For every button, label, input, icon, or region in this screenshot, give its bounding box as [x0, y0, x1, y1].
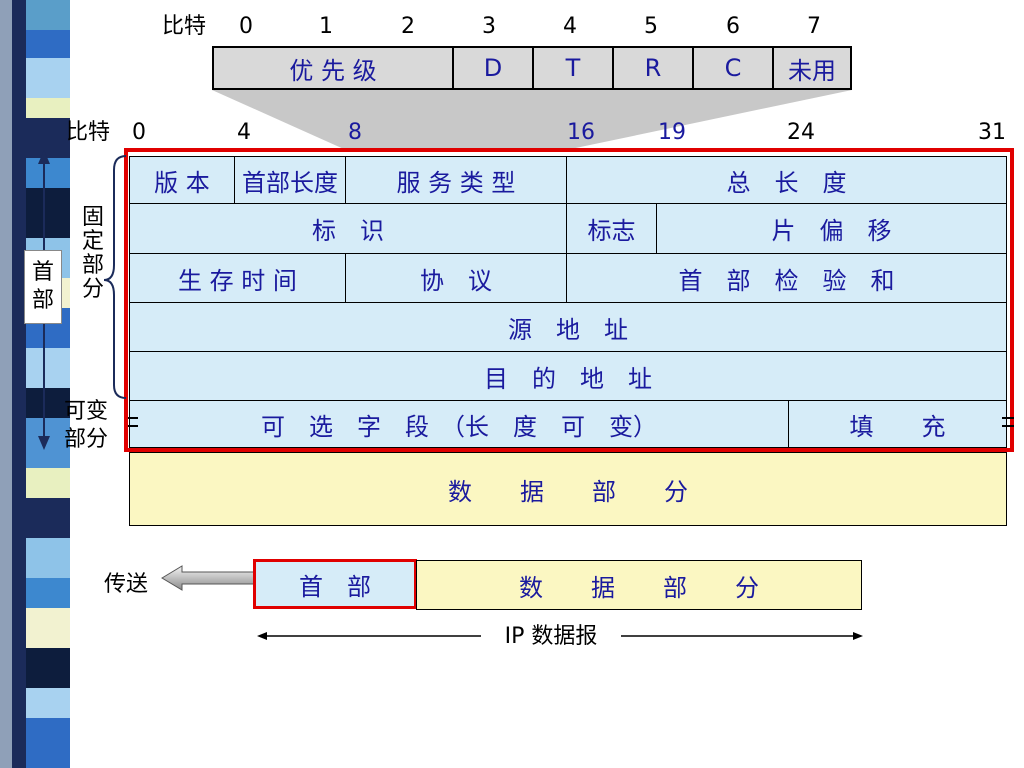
tos-delay: D — [454, 48, 534, 88]
word-bit-8: 8 — [348, 120, 362, 145]
word-bit-0: 0 — [132, 120, 146, 145]
tos-bit-5: 5 — [644, 14, 658, 39]
datagram-data: 数 据 部 分 — [416, 560, 862, 610]
tos-precedence: 优 先 级 — [214, 48, 454, 88]
label-transmit: 传送 — [104, 572, 149, 597]
tos-bit-0: 0 — [239, 14, 253, 39]
field-service-type: 服 务 类 型 — [345, 156, 567, 204]
datagram-header: 首 部 — [253, 559, 417, 609]
right-break-mark — [1002, 417, 1014, 427]
field-version: 版 本 — [129, 156, 235, 204]
header-highlight-frame — [124, 148, 1014, 452]
label-header: 首 部 — [24, 250, 62, 324]
word-bit-24: 24 — [787, 120, 815, 145]
field-protocol: 协 议 — [345, 253, 567, 303]
decorative-strip — [0, 0, 70, 768]
field-flags: 标志 — [566, 203, 657, 254]
field-fragment-offset: 片 偏 移 — [656, 203, 1007, 254]
tos-unused: 未用 — [788, 56, 836, 85]
word-bit-16: 16 — [567, 120, 595, 145]
datagram-span-arrow — [257, 632, 863, 640]
tos-bit-3: 3 — [482, 14, 496, 39]
word-bit-31: 31 — [978, 120, 1006, 145]
tos-bit-4: 4 — [563, 14, 577, 39]
tos-bit-1: 1 — [319, 14, 333, 39]
field-data-part: 数 据 部 分 — [129, 452, 1007, 526]
tos-throughput: T — [534, 48, 614, 88]
tos-bits-label: 比特 — [161, 14, 206, 39]
tos-byte: 优 先 级 D T R C 未用 — [212, 46, 852, 90]
field-source-address: 源 地 址 — [129, 302, 1007, 352]
label-variable-part: 可变 部分 — [64, 399, 109, 452]
field-header-checksum: 首 部 检 验 和 — [566, 253, 1007, 303]
field-total-length: 总 长 度 — [566, 156, 1007, 204]
tos-cost: C — [694, 48, 774, 88]
tos-expansion-funnel — [212, 90, 852, 150]
word-bit-4: 4 — [237, 120, 251, 145]
tos-bit-7: 7 — [807, 14, 821, 39]
label-ip-datagram: IP 数据报 — [504, 624, 598, 649]
word-bits-label: 比特 — [65, 120, 110, 145]
field-identification: 标 识 — [129, 203, 567, 254]
label-fixed-part: 固 定 部 分 — [82, 205, 105, 302]
field-padding: 填 充 — [788, 400, 1007, 448]
field-header-length: 首部长度 — [234, 156, 346, 204]
tos-bit-2: 2 — [401, 14, 415, 39]
word-bit-19: 19 — [658, 120, 686, 145]
tos-bit-6: 6 — [726, 14, 740, 39]
field-options: 可 选 字 段 （长 度 可 变） — [129, 400, 789, 448]
transmit-arrow — [161, 565, 255, 591]
tos-reliability: R — [614, 48, 694, 88]
